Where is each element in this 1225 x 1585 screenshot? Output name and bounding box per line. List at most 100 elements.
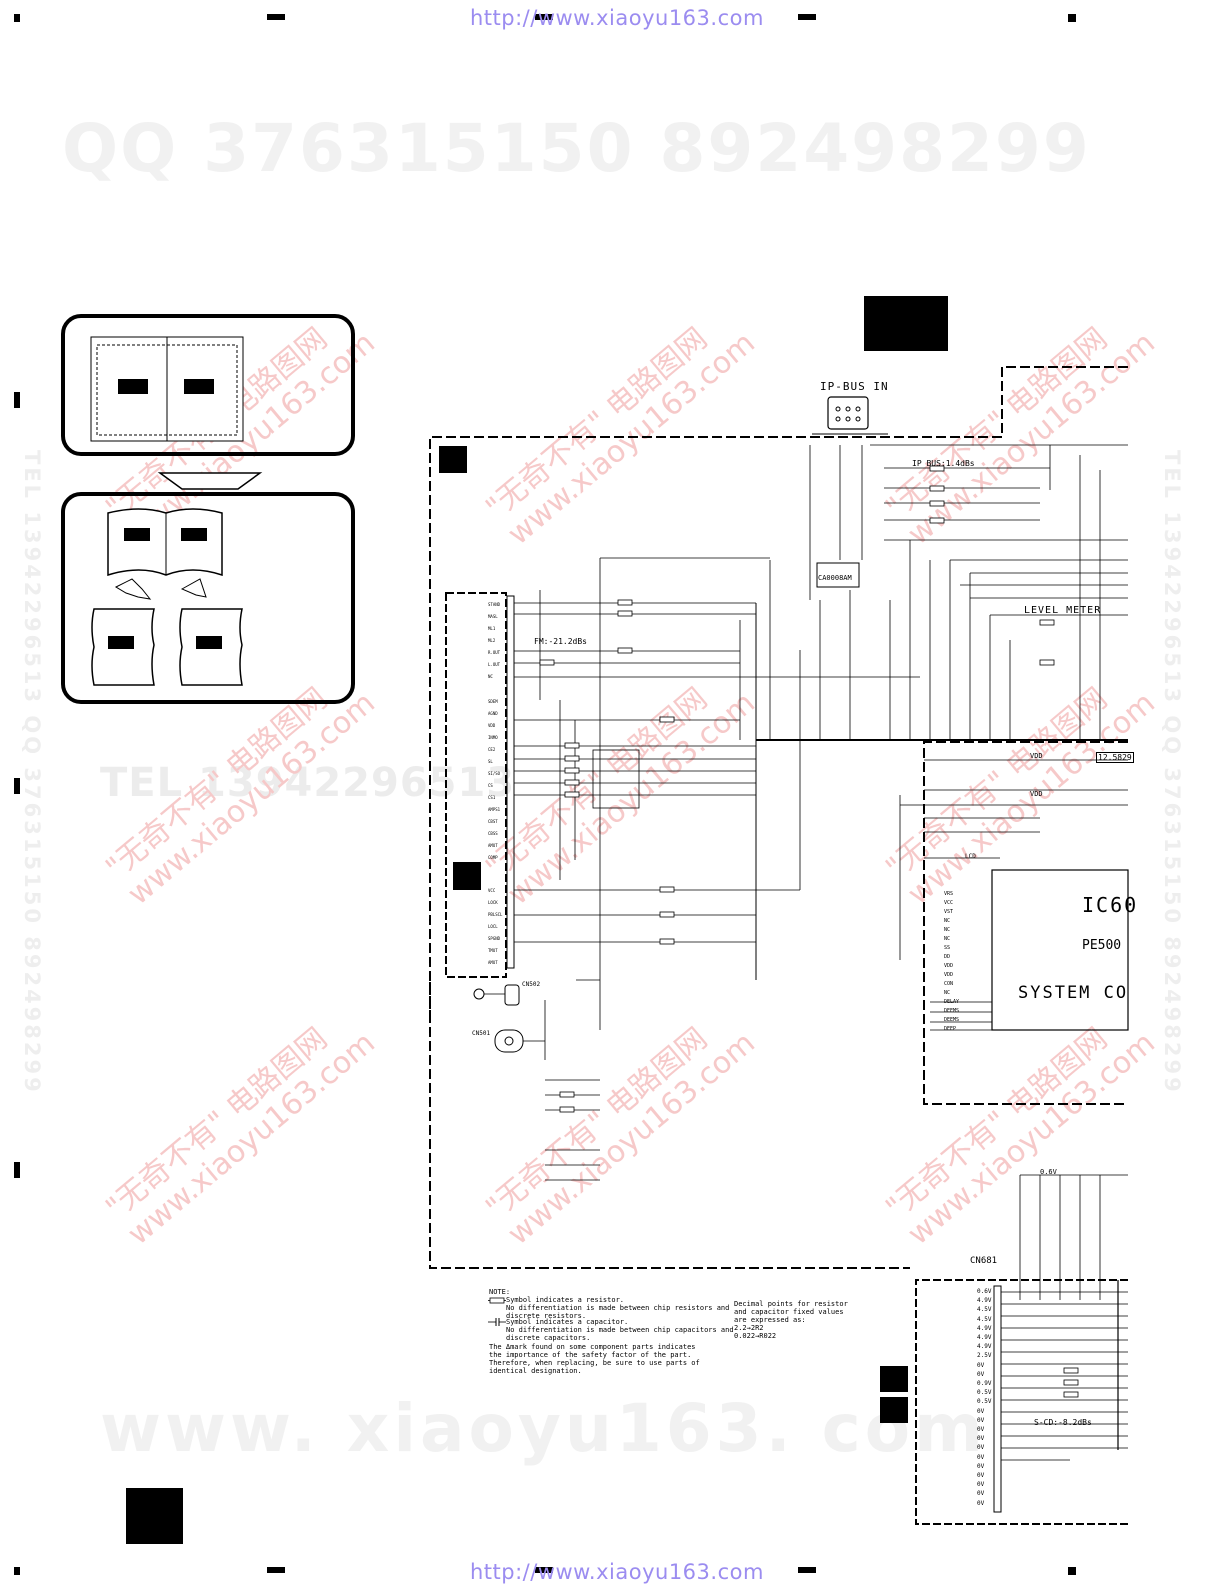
ic-pin: DD: [944, 954, 951, 960]
ic-pin: VDD: [944, 972, 954, 978]
fm-level-label: FM:-21.2dBs: [534, 637, 587, 646]
svg-text:VDD: VDD: [488, 723, 496, 728]
ic-pin: NC: [944, 927, 951, 933]
connector-voltage: 0V: [977, 1426, 985, 1434]
connector-voltage: 0V: [977, 1361, 985, 1369]
registration-mark: [267, 14, 285, 20]
svg-text:ML2: ML2: [488, 638, 496, 643]
voltage-label: 0.6V: [1040, 1168, 1057, 1176]
connector-voltage: 0V: [977, 1490, 985, 1498]
ic-pin: VCC: [944, 900, 954, 906]
ic-pin: DEEMS: [944, 1008, 960, 1014]
svg-text:MASL: MASL: [488, 614, 498, 619]
registration-mark: [14, 1567, 20, 1575]
watermark-side-left: TEL 13942296513 QQ 376315150 892498299: [20, 450, 44, 1095]
registration-mark: [798, 1567, 816, 1573]
connector-voltage: 0V: [977, 1472, 985, 1480]
svg-text:STAND: STAND: [488, 602, 501, 607]
connector-voltage: 2.5V: [977, 1352, 992, 1360]
connector-voltage: 0V: [977, 1407, 985, 1415]
connector-voltage: 0.6V: [977, 1288, 992, 1295]
vdd-label: VDD: [1030, 752, 1043, 760]
svg-text:R.OUT: R.OUT: [488, 650, 501, 655]
svg-text:SI/SO: SI/SO: [488, 771, 501, 776]
svg-text:CBST: CBST: [488, 819, 498, 824]
watermark-site: www. xiaoyu163. com: [100, 1390, 987, 1467]
cn681-label: CN681: [970, 1256, 998, 1266]
svg-text:NC: NC: [488, 674, 493, 679]
ic-pin: SS: [944, 945, 951, 951]
connector-voltage: 0.5V: [977, 1398, 992, 1406]
ip-bus-in-label: IP-BUS IN: [820, 380, 889, 393]
registration-mark: [535, 14, 553, 20]
ic-pin: NC: [944, 918, 951, 924]
note-resistor: Symbol indicates a resistor. No differen…: [506, 1296, 730, 1320]
ic-pin: CON: [944, 981, 954, 987]
svg-text:AMPS1: AMPS1: [488, 807, 501, 812]
watermark-side-right: TEL 13942296513 QQ 376315150 892498299: [1160, 450, 1184, 1095]
svg-text:INMO: INMO: [488, 735, 498, 740]
svg-text:AGND: AGND: [488, 711, 498, 716]
ic-pin: VDD: [944, 963, 954, 969]
section-block-top: [864, 296, 948, 351]
cn502-label: CN502: [522, 981, 541, 988]
svg-text:PBLSCL: PBLSCL: [488, 912, 503, 917]
ic-pin: DEEMS: [944, 1017, 960, 1023]
svg-text:CE2: CE2: [488, 747, 496, 752]
connector-voltage: 0V: [977, 1481, 985, 1489]
watermark-qq: QQ 376315150 892498299: [62, 110, 1091, 187]
connector-voltage: 0V: [977, 1435, 985, 1443]
section-block-b: [453, 862, 481, 890]
system-control-label: SYSTEM CO: [1018, 983, 1129, 1003]
ic-part-label: PE500: [1082, 938, 1122, 953]
ic-pin-list: VRS VCC VST NC NC NC SS DD VDD VDD CON N…: [944, 890, 959, 1034]
connector-voltage: 0V: [977, 1370, 985, 1378]
registration-mark: [14, 1162, 20, 1178]
svg-text:TMUT: TMUT: [488, 948, 498, 953]
svg-text:CS: CS: [488, 783, 493, 788]
note-symbols: [488, 1297, 506, 1326]
ip-bus-level-label: IP BUS:1.4dBs: [912, 459, 975, 468]
page-layout-guide: [61, 314, 355, 704]
connector-voltage: 4.5V: [977, 1306, 992, 1314]
connector-voltage: 4.9V: [977, 1324, 992, 1332]
connector-voltage: 4.5V: [977, 1315, 992, 1323]
ic-pin: NC: [944, 936, 951, 942]
connector-voltage: 0V: [977, 1462, 985, 1470]
page-number-block: [126, 1488, 183, 1544]
watermark-url-bottom: http://www.xiaoyu163.com: [470, 1560, 764, 1584]
registration-mark: [14, 778, 20, 794]
ic-label: IC60: [1082, 893, 1139, 917]
vdd-label: VDD: [1030, 790, 1043, 798]
svg-text:SL: SL: [488, 759, 493, 764]
notes-title: NOTE:: [489, 1288, 511, 1296]
ic-pin: VST: [944, 909, 954, 915]
connector-voltage: 0V: [977, 1444, 985, 1452]
note-capacitor: Symbol indicates a capacitor. No differe…: [506, 1318, 734, 1342]
registration-mark: [14, 392, 20, 408]
svg-text:L.OUT: L.OUT: [488, 662, 501, 667]
connector-voltage: 0V: [977, 1499, 985, 1507]
level-meter-label: LEVEL METER: [1024, 605, 1102, 616]
connector-voltage: 4.9V: [977, 1297, 992, 1305]
svg-text:LOCL: LOCL: [488, 924, 498, 929]
svg-text:ML1: ML1: [488, 626, 496, 631]
svg-text:LOCK: LOCK: [488, 900, 498, 905]
connector-voltage-list: 0.6V 4.9V 4.5V 4.5V 4.9V 4.9V 4.9V 2.5V …: [977, 1287, 991, 1508]
ic-pin: DEEP: [944, 1026, 957, 1032]
cn501-label: CN501: [472, 1030, 491, 1037]
connector-voltage: 0V: [977, 1416, 985, 1424]
connector-voltage: 4.9V: [977, 1334, 992, 1342]
connector-voltage: 4.9V: [977, 1343, 992, 1351]
svg-text:VCC: VCC: [488, 888, 496, 893]
section-block-c: [880, 1366, 908, 1392]
registration-mark: [14, 14, 20, 22]
svg-text:AMUT: AMUT: [488, 843, 498, 848]
section-block-a: [439, 446, 467, 473]
ic-pin: VRS: [944, 891, 954, 897]
svg-text:SDEM: SDEM: [488, 699, 498, 704]
lcd-label: LCD: [965, 853, 976, 860]
registration-mark: [535, 1567, 553, 1573]
connector-voltage: 0.9V: [977, 1380, 992, 1388]
